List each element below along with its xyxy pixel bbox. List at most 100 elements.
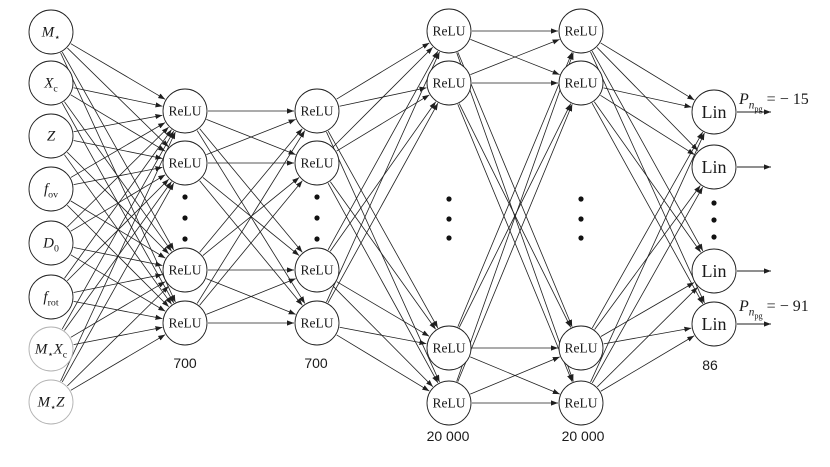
relu-node-label: ReLU xyxy=(433,341,466,356)
connection-line xyxy=(457,52,573,327)
connection-line xyxy=(70,43,166,100)
relu-node xyxy=(162,88,208,134)
connection-line xyxy=(199,128,303,253)
lin-node-label: Lin xyxy=(702,102,727,122)
connection-line xyxy=(458,103,572,328)
connection-line xyxy=(60,131,176,382)
connection-line xyxy=(61,51,175,251)
connection-line xyxy=(339,326,427,345)
input-node-label: M⋆ xyxy=(41,25,61,44)
connection-line xyxy=(73,87,163,108)
relu-node xyxy=(162,300,208,346)
relu-node-label: ReLU xyxy=(301,263,334,278)
input-node-label: Xc xyxy=(43,76,58,95)
connection-line xyxy=(64,129,172,279)
connection-line xyxy=(73,300,163,320)
input-node xyxy=(28,379,74,425)
input-node-label: M⋆Xc xyxy=(34,342,68,361)
relu-node-label: ReLU xyxy=(433,396,466,411)
relu-node-label: ReLU xyxy=(301,156,334,171)
ellipsis-dots-group xyxy=(182,194,717,242)
connection-line xyxy=(336,94,430,152)
relu-node xyxy=(294,300,340,346)
lin-node xyxy=(691,89,737,135)
connection-line xyxy=(470,39,560,75)
ellipsis-dot xyxy=(446,216,452,222)
connection-line xyxy=(600,94,695,156)
relu-node xyxy=(558,380,604,426)
relu-node-label: ReLU xyxy=(565,76,598,91)
connection-line xyxy=(199,180,303,306)
lin-node xyxy=(691,248,737,294)
relu-node xyxy=(426,60,472,106)
lin-node xyxy=(691,301,737,347)
connection-line xyxy=(457,104,573,382)
connection-line xyxy=(70,281,166,338)
lin-node-label: Lin xyxy=(702,261,727,281)
relu-node xyxy=(294,88,340,134)
relu-node xyxy=(558,325,604,371)
connection-line xyxy=(456,52,574,382)
connection-line xyxy=(591,50,704,252)
connection-line xyxy=(70,122,166,178)
connection-line xyxy=(591,102,704,305)
lin-node-label: Lin xyxy=(702,314,727,334)
ellipsis-dot xyxy=(446,196,452,202)
labels-group: M⋆XcZfovD0frotM⋆XcM⋆ZReLUReLUReLUReLU700… xyxy=(34,24,809,445)
relu-node xyxy=(162,247,208,293)
ellipsis-dot xyxy=(182,215,188,221)
ellipsis-dot xyxy=(314,194,320,200)
relu-node xyxy=(426,8,472,54)
input-node-label: D0 xyxy=(42,236,59,255)
ellipsis-dot xyxy=(182,194,188,200)
connection-line xyxy=(597,286,698,388)
relu-node-label: ReLU xyxy=(169,156,202,171)
relu-node-label: ReLU xyxy=(565,341,598,356)
ellipsis-dot xyxy=(314,215,320,221)
connection-line xyxy=(67,126,169,228)
input-node xyxy=(28,220,74,266)
output-value-label: Pnpg = − 15 xyxy=(738,91,809,114)
connection-line xyxy=(603,326,692,345)
layer-size-label: 20 000 xyxy=(562,428,605,444)
ellipsis-dot xyxy=(578,216,584,222)
input-node xyxy=(28,60,74,106)
connection-line xyxy=(332,286,434,387)
relu-node xyxy=(558,8,604,54)
connection-line xyxy=(196,130,306,304)
relu-node xyxy=(426,325,472,371)
connection-line xyxy=(470,356,560,395)
input-node xyxy=(28,113,74,159)
layer-size-label: 700 xyxy=(173,355,197,371)
connection-line xyxy=(603,87,692,109)
input-node xyxy=(28,166,74,212)
input-node-label: Z xyxy=(47,129,56,145)
connection-line xyxy=(600,282,695,337)
layer-size-label: 20 000 xyxy=(427,428,470,444)
connection-line xyxy=(596,47,699,151)
connection-line xyxy=(332,46,434,148)
output-value-label: Pnpg = − 91 xyxy=(738,298,809,321)
layer-size-label: 86 xyxy=(702,357,718,373)
relu-node-label: ReLU xyxy=(169,316,202,331)
connection-line xyxy=(61,182,175,383)
connections-group xyxy=(60,28,705,406)
connection-line xyxy=(73,166,163,186)
relu-node xyxy=(426,380,472,426)
connection-line xyxy=(326,51,440,303)
layer-size-label: 700 xyxy=(304,355,328,371)
ellipsis-dot xyxy=(711,217,717,223)
connection-line xyxy=(336,42,430,100)
lin-node-label: Lin xyxy=(702,157,727,177)
connection-line xyxy=(73,113,163,133)
relu-node xyxy=(294,140,340,186)
relu-node-label: ReLU xyxy=(301,104,334,119)
relu-node xyxy=(162,140,208,186)
ellipsis-dot xyxy=(711,200,717,206)
connection-line xyxy=(327,130,439,329)
connection-line xyxy=(590,132,705,383)
relu-node xyxy=(558,60,604,106)
output-arrows-group xyxy=(737,109,771,327)
connection-line xyxy=(206,278,296,315)
